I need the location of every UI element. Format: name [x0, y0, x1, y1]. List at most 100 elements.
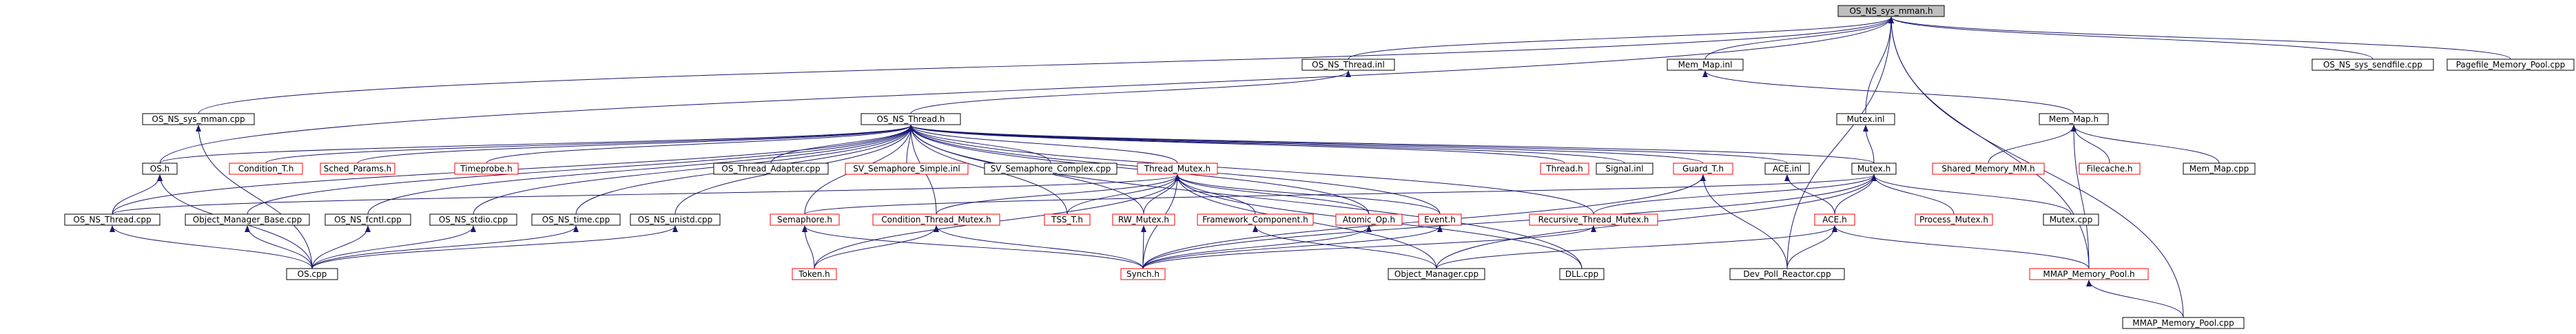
node-os-ns-time-cpp[interactable]: OS_NS_time.cpp	[531, 213, 621, 226]
node-event-h[interactable]: Event.h	[1418, 213, 1462, 226]
node-label: Framework_Component.h	[1202, 215, 1308, 225]
edge-guard-t-h-to-os-ns-thread-h	[908, 125, 1704, 164]
node-synch-h[interactable]: Synch.h	[1120, 268, 1166, 280]
node-os-ns-sys-sendfile-cpp[interactable]: OS_NS_sys_sendfile.cpp	[2311, 59, 2434, 71]
node-box	[454, 163, 519, 175]
node-mem-map-inl[interactable]: Mem_Map.inl	[1667, 59, 1744, 71]
node-box	[872, 213, 1000, 226]
node-recursive-thread-mutex-h[interactable]: Recursive_Thread_Mutex.h	[1529, 213, 1658, 226]
edge-object-manager-cpp-to-framework-component-h	[1253, 225, 1437, 269]
node-timeprobe-h[interactable]: Timeprobe.h	[454, 163, 519, 175]
node-guard-t-h[interactable]: Guard_T.h	[1673, 163, 1733, 175]
node-label: OS_NS_time.cpp	[542, 215, 610, 225]
node-label: Token.h	[798, 269, 830, 279]
node-box	[1044, 213, 1091, 226]
edge-ace-h-to-mutex-h	[1834, 174, 1877, 215]
node-os-cpp[interactable]: OS.cpp	[286, 268, 338, 280]
node-rw-mutex-h[interactable]: RW_Mutex.h	[1112, 213, 1175, 226]
node-box	[2079, 163, 2141, 175]
edge-condition-thread-mutex-h-to-thread-mutex-h	[936, 174, 1180, 215]
node-box	[1596, 163, 1653, 175]
edge-os-h-to-os-ns-sys-mman-h	[159, 17, 1894, 164]
edge-dev-poll-reactor-cpp-to-ace-h	[1786, 225, 1837, 269]
edge-timeprobe-h-to-os-ns-thread-h	[486, 125, 914, 164]
node-os-ns-unistd-cpp[interactable]: OS_NS_unistd.cpp	[630, 213, 721, 226]
node-label: OS_NS_Thread.h	[876, 114, 945, 124]
edge-mutex-cpp-to-mutex-h	[1871, 174, 2072, 215]
edge-synch-h-to-event-h	[1142, 225, 1443, 269]
node-mutex-inl[interactable]: Mutex.inl	[1836, 113, 1895, 125]
node-box	[324, 213, 411, 226]
node-mmap-memory-pool-h[interactable]: MMAP_Memory_Pool.h	[2029, 268, 2149, 280]
node-os-ns-stdio-cpp[interactable]: OS_NS_stdio.cpp	[429, 213, 517, 226]
node-box	[142, 163, 178, 175]
node-condition-thread-mutex-h[interactable]: Condition_Thread_Mutex.h	[872, 213, 1000, 226]
node-semaphore-h[interactable]: Semaphore.h	[770, 213, 840, 226]
node-condition-t-h[interactable]: Condition_T.h	[229, 163, 303, 175]
node-label: Dev_Poll_Reactor.cpp	[1743, 269, 1831, 279]
node-label: Mutex.cpp	[2050, 215, 2093, 225]
node-dll-cpp[interactable]: DLL.cpp	[1559, 268, 1605, 280]
edge-os-ns-thread-h-to-os-ns-thread-inl	[910, 70, 1351, 114]
edge-mem-map-cpp-to-mem-map-h	[2071, 125, 2220, 164]
node-box	[1764, 163, 1810, 175]
node-pagefile-memory-pool-cpp[interactable]: Pagefile_Memory_Pool.cpp	[2446, 59, 2575, 71]
node-token-h[interactable]: Token.h	[792, 268, 837, 280]
node-mutex-cpp[interactable]: Mutex.cpp	[2043, 213, 2099, 226]
node-label: Semaphore.h	[777, 215, 832, 225]
node-os-ns-thread-h[interactable]: OS_NS_Thread.h	[861, 113, 961, 125]
node-os-h[interactable]: OS.h	[142, 163, 178, 175]
node-sv-semaphore-simple-inl[interactable]: SV_Semaphore_Simple.inl	[845, 163, 969, 175]
node-label: Mutex.h	[1857, 164, 1890, 174]
edge-os-cpp-to-os-ns-fcntl-cpp	[311, 225, 371, 269]
node-os-thread-adapter-cpp[interactable]: OS_Thread_Adapter.cpp	[713, 163, 829, 175]
node-os-ns-sys-mman-h[interactable]: OS_NS_sys_mman.h	[1837, 5, 1945, 17]
node-mmap-memory-pool-cpp[interactable]: MMAP_Memory_Pool.cpp	[2122, 317, 2245, 329]
node-object-manager-cpp[interactable]: Object_Manager.cpp	[1388, 268, 1485, 280]
node-thread-mutex-h[interactable]: Thread_Mutex.h	[1137, 163, 1218, 175]
node-atomic-op-h[interactable]: Atomic_Op.h	[1335, 213, 1403, 226]
node-label: Atomic_Op.h	[1343, 215, 1395, 225]
node-mem-map-h[interactable]: Mem_Map.h	[2039, 113, 2109, 125]
node-box	[2183, 163, 2256, 175]
node-mutex-h[interactable]: Mutex.h	[1851, 163, 1897, 175]
node-box	[229, 163, 303, 175]
edge-condition-t-h-to-os-ns-thread-h	[265, 125, 914, 164]
node-filecache-h[interactable]: Filecache.h	[2079, 163, 2141, 175]
node-os-ns-thread-inl[interactable]: OS_NS_Thread.inl	[1301, 59, 1395, 71]
node-box	[185, 213, 310, 226]
node-os-ns-sys-mman-cpp[interactable]: OS_NS_sys_mman.cpp	[142, 113, 255, 125]
edge-shared-memory-mm-h-to-mem-map-h	[1988, 125, 2077, 164]
node-sv-semaphore-complex-cpp[interactable]: SV_Semaphore_Complex.cpp	[984, 163, 1117, 175]
node-label: TSS_T.h	[1051, 215, 1083, 225]
node-tss-t-h[interactable]: TSS_T.h	[1044, 213, 1091, 226]
node-object-manager-base-cpp[interactable]: Object_Manager_Base.cpp	[185, 213, 310, 226]
node-ace-h[interactable]: ACE.h	[1814, 213, 1855, 226]
node-label: Mutex.inl	[1846, 114, 1884, 124]
node-box	[984, 163, 1117, 175]
node-label: MMAP_Memory_Pool.h	[2043, 269, 2134, 279]
edge-object-manager-cpp-to-ace-h	[1436, 225, 1837, 269]
node-os-ns-fcntl-cpp[interactable]: OS_NS_fcntl.cpp	[324, 213, 411, 226]
edge-semaphore-h-to-mutex-h	[804, 174, 1877, 215]
edge-mutex-inl-to-os-ns-sys-mman-h	[1865, 17, 1894, 114]
node-label: OS.h	[150, 164, 169, 174]
node-box	[845, 163, 969, 175]
node-box	[1137, 163, 1218, 175]
node-shared-memory-mm-h[interactable]: Shared_Memory_MM.h	[1932, 163, 2045, 175]
node-thread-h[interactable]: Thread.h	[1540, 163, 1589, 175]
node-dev-poll-reactor-cpp[interactable]: Dev_Poll_Reactor.cpp	[1729, 268, 1845, 280]
edge-mutex-h-to-mutex-inl	[1863, 125, 1875, 164]
node-sched-params-h[interactable]: Sched_Params.h	[320, 163, 395, 175]
node-framework-component-h[interactable]: Framework_Component.h	[1197, 213, 1314, 226]
node-box	[792, 268, 837, 280]
node-signal-inl[interactable]: Signal.inl	[1596, 163, 1653, 175]
edge-os-cpp-to-os-ns-unistd-cpp	[311, 225, 678, 269]
node-box	[1559, 268, 1605, 280]
node-ace-inl[interactable]: ACE.inl	[1764, 163, 1810, 175]
node-process-mutex-h[interactable]: Process_Mutex.h	[1915, 213, 1993, 226]
node-os-ns-thread-cpp[interactable]: OS_NS_Thread.cpp	[64, 213, 161, 226]
node-box	[1540, 163, 1589, 175]
node-mem-map-cpp[interactable]: Mem_Map.cpp	[2183, 163, 2256, 175]
